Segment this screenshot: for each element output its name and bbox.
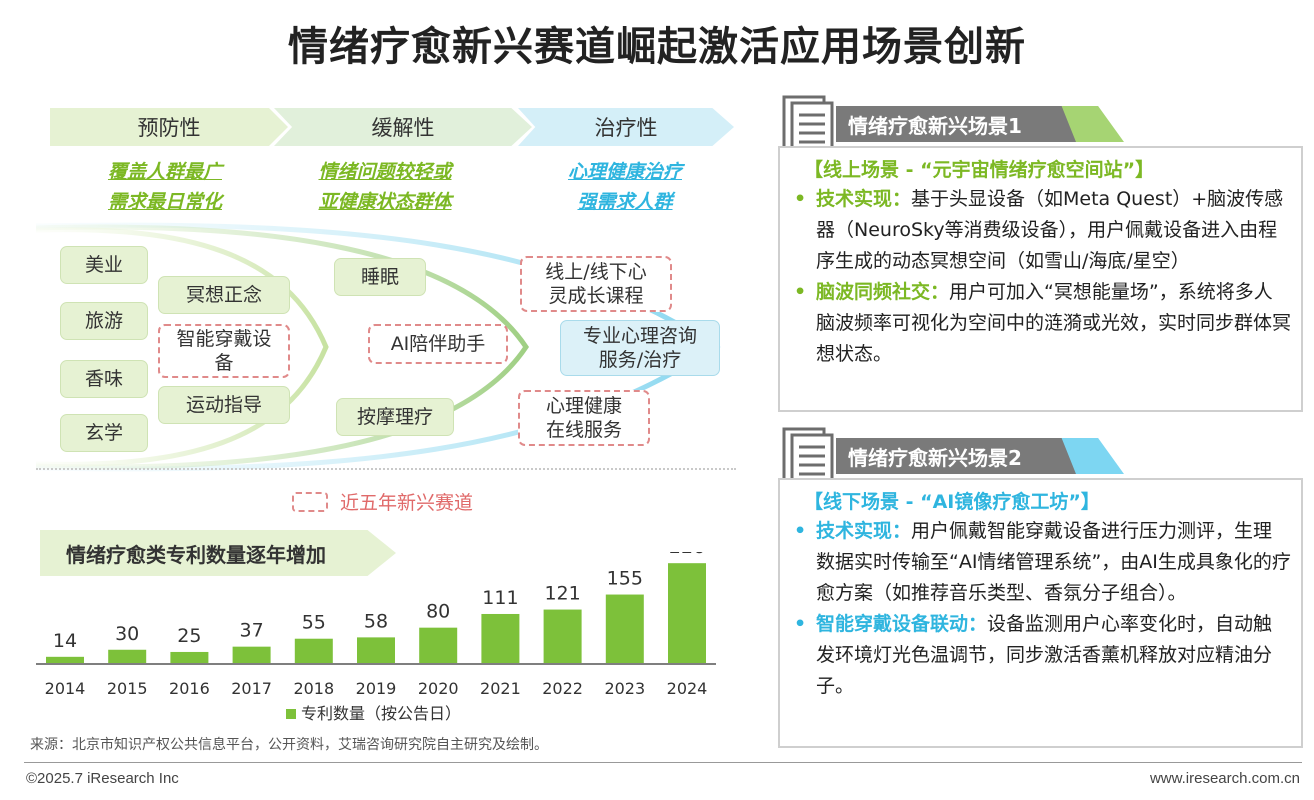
legend-new-track-label: 近五年新兴赛道	[340, 492, 474, 514]
legend-label: 专利数量（按公告日）	[301, 704, 461, 723]
category-therapy: 治疗性	[518, 108, 734, 146]
tick-label-2017: 2017	[231, 679, 272, 698]
document-icon	[778, 424, 840, 488]
scene-2-item-1: • 技术实现：用户佩戴智能穿戴设备进行压力测评，生理数据实时传输至“AI情绪管理…	[794, 516, 1291, 609]
item-metaphysics: 玄学	[60, 414, 148, 452]
data-label-2014: 14	[53, 630, 77, 652]
category-preventive: 预防性	[50, 108, 288, 146]
bar-2019	[357, 637, 395, 663]
bar-2020	[419, 627, 458, 663]
legend-swatch	[286, 709, 296, 719]
source-note: 来源：北京市知识产权公共信息平台，公开资料，艾瑞咨询研究院自主研究及绘制。	[30, 737, 548, 753]
divider	[36, 468, 736, 470]
bar-2016	[170, 651, 209, 663]
data-label-2017: 37	[240, 620, 264, 642]
data-label-2018: 55	[302, 612, 326, 634]
footer-copyright: ©2025.7 iResearch Inc	[26, 770, 179, 787]
tick-label-2018: 2018	[293, 679, 334, 698]
scene-1-panel: 【线上场景 - “元宇宙情绪疗愈空间站”】 • 技术实现：基于头显设备（如Met…	[778, 146, 1303, 412]
item-online-mental: 心理健康在线服务	[518, 390, 650, 446]
item-travel: 旅游	[60, 302, 148, 340]
tick-label-2024: 2024	[667, 679, 708, 698]
scene-1-item-2: • 脑波同频社交：用户可加入“冥想能量场”，系统将多人脑波频率可视化为空间中的涟…	[794, 277, 1291, 370]
category-therapy-desc: 心理健康治疗 强需求人群	[567, 161, 682, 213]
footer-divider	[24, 762, 1302, 763]
data-label-2024: 226	[669, 552, 705, 558]
bullet-dot: •	[794, 281, 807, 303]
bar-2018	[294, 638, 333, 663]
scene-2-item-2: • 智能穿戴设备联动：设备监测用户心率变化时，自动触发环境灯光色温调节，同步激活…	[794, 609, 1291, 702]
bar-2024	[668, 563, 706, 663]
bar-2023	[605, 594, 644, 663]
tick-label-2023: 2023	[604, 679, 645, 698]
scene-1-item-1: • 技术实现：基于头显设备（如Meta Quest）+脑波传感器（NeuroSk…	[794, 184, 1291, 277]
category-preventive-desc: 覆盖人群最广 需求最日常化	[107, 161, 222, 213]
data-label-2021: 111	[482, 587, 518, 609]
data-label-2019: 58	[364, 610, 388, 632]
scene-1-tab: 情绪疗愈新兴场景1	[836, 106, 1124, 142]
item-sleep: 睡眠	[334, 258, 426, 296]
bar-2015	[108, 649, 147, 663]
tick-label-2016: 2016	[169, 679, 210, 698]
item-massage: 按摩理疗	[336, 398, 454, 436]
footer-website: www.iresearch.com.cn	[1149, 770, 1300, 787]
data-label-2016: 25	[177, 625, 201, 647]
bar-2017	[232, 646, 271, 663]
bullet-dot: •	[794, 520, 807, 542]
bullet-dot: •	[794, 188, 807, 210]
item-growth-course: 线上/线下心灵成长课程	[520, 256, 672, 312]
item-ai-companion: AI陪伴助手	[368, 324, 508, 364]
tick-label-2020: 2020	[418, 679, 459, 698]
page-title: 情绪疗愈新兴赛道崛起激活应用场景创新	[288, 24, 1026, 70]
patent-bar-chart: 14 2014 30 2015 25 2016 37 2017 55 2018 58 2019 80 20…	[36, 552, 716, 723]
data-label-2023: 155	[607, 568, 643, 590]
legend-dashed-swatch	[292, 491, 328, 512]
item-counseling: 专业心理咨询服务/治疗	[560, 320, 720, 376]
bullet-dot: •	[794, 613, 807, 635]
chart-header: 情绪疗愈类专利数量逐年增加	[40, 530, 396, 576]
bar-2014	[46, 656, 84, 663]
scene-2-panel: 【线下场景 - “AI镜像疗愈工坊”】 • 技术实现：用户佩戴智能穿戴设备进行压…	[778, 478, 1303, 748]
tick-label-2022: 2022	[542, 679, 583, 698]
tick-label-2015: 2015	[107, 679, 148, 698]
item-scent: 香味	[60, 360, 148, 398]
category-relief-desc: 情绪问题较轻或 亚健康状态群体	[318, 161, 452, 213]
scene-2-heading: 【线下场景 - “AI镜像疗愈工坊”】	[804, 491, 1100, 513]
data-label-2015: 30	[115, 623, 139, 645]
item-wearable: 智能穿戴设备	[158, 324, 290, 378]
document-icon	[778, 92, 840, 156]
category-relief: 缓解性	[274, 108, 532, 146]
scene-2-tab-label: 情绪疗愈新兴场景2	[848, 445, 1022, 470]
bar-2022	[543, 609, 582, 663]
data-label-2020: 80	[426, 601, 450, 623]
tick-label-2021: 2021	[480, 679, 521, 698]
scene-1-heading: 【线上场景 - “元宇宙情绪疗愈空间站”】	[804, 159, 1155, 181]
scene-2-tab: 情绪疗愈新兴场景2	[836, 438, 1124, 474]
data-label-2022: 121	[544, 583, 580, 605]
bar-2021	[481, 613, 520, 663]
item-growth-course-text: 线上/线下心灵成长课程	[545, 261, 647, 307]
item-exercise: 运动指导	[158, 386, 290, 424]
legend-new-track: 近五年新兴赛道	[292, 488, 473, 515]
tick-label-2014: 2014	[45, 679, 86, 698]
venn-ellipse-preventive	[36, 227, 329, 467]
item-beauty: 美业	[60, 246, 148, 284]
tick-label-2019: 2019	[356, 679, 397, 698]
item-meditation: 冥想正念	[158, 276, 290, 314]
venn-ellipse-relief	[36, 224, 530, 470]
scene-1-tab-label: 情绪疗愈新兴场景1	[848, 113, 1022, 138]
